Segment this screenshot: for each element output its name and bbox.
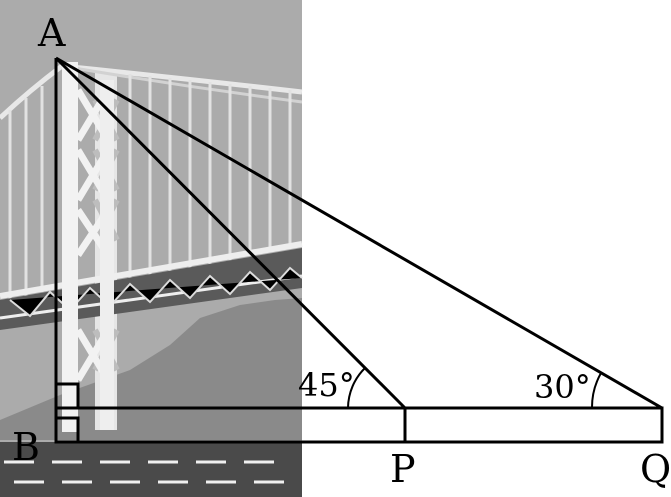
bridge-photo: [0, 0, 303, 497]
angle-q-label: 30°: [534, 368, 591, 406]
right-angle-mark-upper: [54, 382, 80, 410]
labels: A B P Q 45° 30°: [12, 11, 671, 491]
geometry: [54, 56, 664, 444]
point-q-label: Q: [640, 447, 671, 491]
angle-arc-q: [590, 372, 602, 409]
point-a-label: A: [37, 11, 66, 55]
photo-front-tower: [62, 62, 114, 432]
photo-cable-right: [61, 63, 303, 95]
point-b-label: B: [12, 425, 40, 469]
photo-road: [0, 442, 302, 497]
photo-hangers: [8, 74, 292, 300]
angle-p-label: 45°: [298, 366, 355, 404]
right-angle-mark-lower: [54, 416, 80, 444]
angle-arc-p: [347, 367, 366, 409]
segment-aq: [55, 56, 663, 410]
photo-road-markings: [4, 460, 284, 484]
point-p-label: P: [390, 447, 416, 491]
segment-ap: [54, 56, 407, 410]
